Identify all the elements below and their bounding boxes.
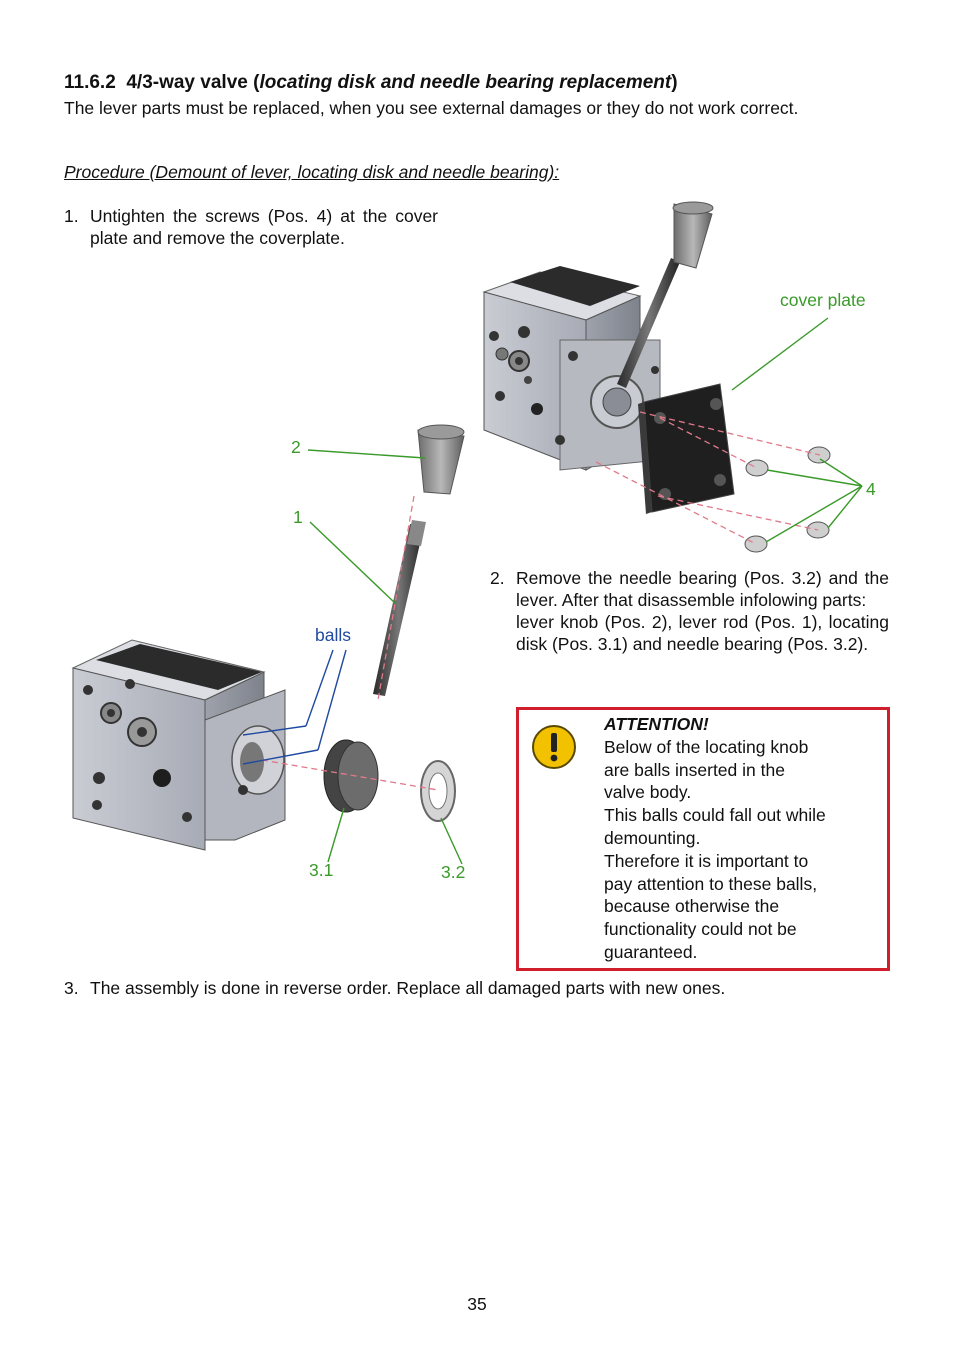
- callout-balls: balls: [315, 625, 351, 645]
- step-3-number: 3.: [64, 978, 79, 998]
- step-1-text: Untighten the screws (Pos. 4) at the cov…: [90, 206, 438, 248]
- attention-line: pay attention to these balls,: [604, 873, 818, 894]
- attention-title: ATTENTION!: [604, 714, 709, 734]
- blue-leader-lines: [242, 649, 347, 765]
- lower-assembly-axes: [261, 495, 439, 791]
- upper-lever: [617, 201, 714, 388]
- needle-bearing-pos-3-2: [420, 760, 456, 822]
- attention-line: Below of the locating knob: [604, 736, 809, 757]
- green-leader-lines: [307, 317, 863, 865]
- callout-cover-plate: cover plate: [780, 290, 866, 310]
- attention-line: because otherwise the: [604, 896, 780, 917]
- cover-plate: [638, 383, 735, 514]
- step-2: 2. Remove the needle bearing (Pos. 3.2) …: [490, 567, 889, 655]
- attention-line: demounting.: [604, 827, 701, 848]
- exclamation-warning-icon: [532, 725, 576, 769]
- step-3-text: The assembly is done in reverse order. R…: [90, 978, 726, 998]
- lever-rod-pos-1: [373, 520, 426, 696]
- callout-pos-4: 4: [866, 479, 876, 499]
- callout-pos-3-1: 3.1: [309, 860, 334, 880]
- step-1: 1. Untighten the screws (Pos. 4) at the …: [64, 205, 438, 249]
- callout-pos-2: 2: [291, 437, 301, 457]
- attention-box: ATTENTION! Below of the locating knob ar…: [516, 707, 890, 971]
- locating-disk-pos-3-1: [323, 739, 379, 813]
- intro-paragraph: The lever parts must be replaced, when y…: [64, 98, 799, 118]
- step-2-number: 2.: [490, 568, 505, 588]
- section-title-italic: locating disk and needle bearing replace…: [259, 72, 672, 93]
- attention-text: ATTENTION! Below of the locating knob ar…: [604, 713, 879, 964]
- step-1-number: 1.: [64, 206, 79, 226]
- lower-valve-block: [71, 639, 286, 851]
- upper-valve-block: [482, 266, 661, 471]
- step-3: 3. The assembly is done in reverse order…: [64, 977, 894, 999]
- section-number: 11.6.2: [64, 72, 116, 93]
- attention-line: Therefore it is important to: [604, 850, 809, 871]
- procedure-title: Procedure (Demount of lever, locating di…: [64, 162, 560, 182]
- attention-line: valve body.: [604, 782, 692, 803]
- screws-pos-4: [744, 446, 831, 553]
- attention-line: This balls could fall out while: [604, 805, 826, 826]
- callout-pos-1: 1: [293, 507, 303, 527]
- step-2-text-a: Remove the needle bearing (Pos. 3.2) and…: [516, 568, 889, 610]
- section-title-plain: 4/3-way valve (: [126, 72, 260, 93]
- callout-pos-3-2: 3.2: [441, 862, 466, 882]
- section-title-close: ): [671, 72, 678, 93]
- section-heading: 11.6.2 4/3-way valve (locating disk and …: [64, 72, 678, 94]
- attention-line: are balls inserted in the: [604, 759, 785, 780]
- attention-line: functionality could not be: [604, 919, 797, 940]
- lever-knob-pos-2: [417, 424, 465, 495]
- page-number: 35: [467, 1294, 487, 1314]
- upper-assembly-axes: [595, 411, 821, 545]
- step-2-text-b: lever knob (Pos. 2), lever rod (Pos. 1),…: [516, 612, 889, 654]
- attention-line: guaranteed.: [604, 941, 698, 962]
